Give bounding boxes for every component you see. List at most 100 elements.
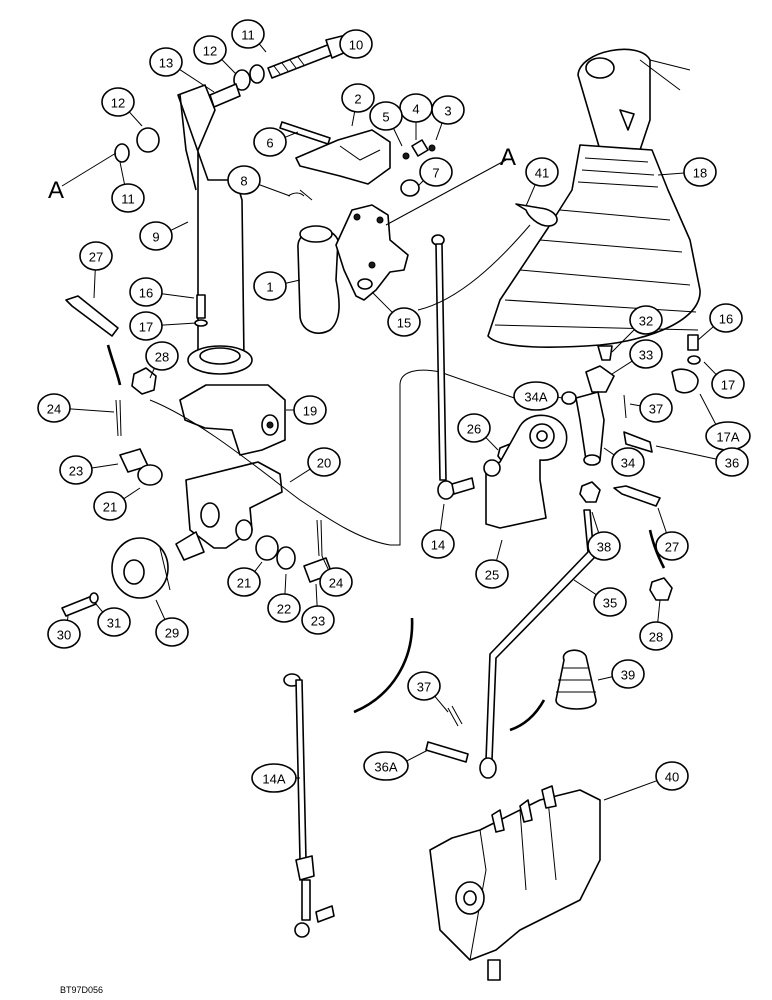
callout-label: 9 bbox=[152, 230, 159, 245]
callout-leader bbox=[284, 131, 299, 138]
callout-label: 12 bbox=[111, 96, 125, 111]
bushing-21-lower bbox=[255, 535, 279, 561]
lever-column-9 bbox=[177, 84, 253, 375]
callout-circle bbox=[475, 559, 509, 589]
callout-leader bbox=[95, 603, 104, 613]
callout-circle bbox=[227, 165, 261, 195]
callout-circle bbox=[227, 567, 261, 597]
callout-leader bbox=[657, 599, 661, 623]
callout-label: 36A bbox=[374, 760, 397, 775]
callout-circle bbox=[79, 241, 113, 271]
callout-27: 27 bbox=[655, 507, 689, 561]
callout-32: 32 bbox=[611, 305, 663, 353]
callout-circle bbox=[587, 531, 621, 561]
callout-circle bbox=[341, 83, 375, 113]
callout-leader bbox=[69, 408, 115, 413]
callout-leader bbox=[603, 447, 615, 456]
callout-label: 40 bbox=[665, 770, 679, 785]
boot-18 bbox=[487, 48, 701, 348]
washer-31 bbox=[89, 592, 99, 604]
parts-artwork bbox=[61, 35, 701, 981]
callout-14: 14 bbox=[421, 503, 455, 559]
pin-36 bbox=[623, 431, 653, 453]
clip-4 bbox=[411, 139, 429, 157]
callout-leader bbox=[258, 43, 267, 53]
callout-14A: 14A bbox=[251, 763, 300, 793]
callout-30: 30 bbox=[47, 615, 81, 649]
callout-leader bbox=[351, 111, 356, 127]
callout-circle bbox=[111, 183, 145, 213]
callout-leader bbox=[629, 403, 641, 407]
callout-17: 17 bbox=[703, 361, 745, 399]
callout-circle bbox=[363, 751, 409, 781]
callout-circle bbox=[369, 101, 403, 131]
callout-leader bbox=[155, 599, 166, 620]
callout-label: 11 bbox=[121, 192, 135, 207]
callout-leader bbox=[703, 361, 717, 375]
nut-28-left bbox=[131, 367, 157, 395]
callout-label: 8 bbox=[240, 174, 247, 189]
callout-circle bbox=[339, 29, 373, 59]
callout-label: 37 bbox=[417, 680, 431, 695]
callout-leader bbox=[434, 695, 449, 713]
nut-28-right bbox=[649, 577, 673, 601]
reference-letter-a-right: A bbox=[500, 144, 516, 171]
callout-leader bbox=[149, 368, 155, 379]
callout-leader bbox=[179, 69, 215, 93]
callout-label: 27 bbox=[89, 250, 103, 265]
callout-27: 27 bbox=[79, 241, 113, 299]
callout-label: 1 bbox=[266, 280, 273, 295]
callout-label: 25 bbox=[485, 568, 499, 583]
callout-label: 34 bbox=[621, 456, 635, 471]
callout-label: 18 bbox=[693, 166, 707, 181]
washer-22 bbox=[276, 546, 296, 570]
screw-5 bbox=[402, 152, 410, 160]
pin-36A bbox=[425, 741, 469, 763]
callout-12: 12 bbox=[101, 87, 143, 127]
bolt-16-right bbox=[687, 334, 699, 351]
callout-leader bbox=[655, 445, 717, 460]
callout-leader bbox=[657, 172, 685, 176]
callout-label: 24 bbox=[329, 576, 343, 591]
cotter-pin-37-lower bbox=[447, 705, 463, 727]
callout-11: 11 bbox=[231, 19, 267, 53]
cotter-pin-24-left bbox=[115, 399, 122, 437]
callout-label: 16 bbox=[139, 286, 153, 301]
callout-circle bbox=[655, 531, 689, 561]
callout-circle bbox=[129, 277, 163, 307]
callout-17: 17 bbox=[129, 311, 197, 341]
callout-leader bbox=[485, 437, 499, 451]
callout-label: 2 bbox=[354, 92, 361, 107]
arc-left-upper bbox=[106, 344, 122, 386]
callout-3: 3 bbox=[431, 95, 465, 141]
callout-28: 28 bbox=[145, 341, 179, 379]
nut-38 bbox=[579, 481, 601, 503]
callout-23: 23 bbox=[301, 583, 335, 635]
arc-center bbox=[353, 617, 414, 714]
callout-leader bbox=[254, 561, 263, 572]
callout-leader bbox=[406, 749, 429, 762]
callout-33: 33 bbox=[611, 339, 663, 375]
bushing-21-left bbox=[137, 464, 163, 486]
callout-7: 7 bbox=[417, 157, 453, 187]
callout-leader bbox=[91, 463, 119, 469]
callout-leader bbox=[221, 59, 237, 75]
handle-1 bbox=[297, 204, 409, 334]
callout-24: 24 bbox=[37, 393, 115, 423]
callout-label: 33 bbox=[639, 348, 653, 363]
callout-23: 23 bbox=[59, 455, 119, 485]
callout-circle bbox=[149, 47, 183, 77]
callout-leader bbox=[525, 184, 536, 207]
callout-leader bbox=[289, 468, 311, 483]
ring-15 bbox=[357, 278, 373, 290]
callout-label: 14A bbox=[262, 772, 285, 787]
callout-37: 37 bbox=[629, 393, 673, 423]
callout-circle bbox=[421, 529, 455, 559]
callout-circle bbox=[709, 303, 743, 333]
drawing-code: BT97D056 bbox=[60, 985, 103, 995]
callout-leader bbox=[417, 180, 424, 187]
callout-label: 22 bbox=[277, 602, 291, 617]
callout-label: 21 bbox=[237, 576, 251, 591]
spring-8 bbox=[287, 189, 313, 201]
washer-17-left bbox=[194, 319, 208, 327]
